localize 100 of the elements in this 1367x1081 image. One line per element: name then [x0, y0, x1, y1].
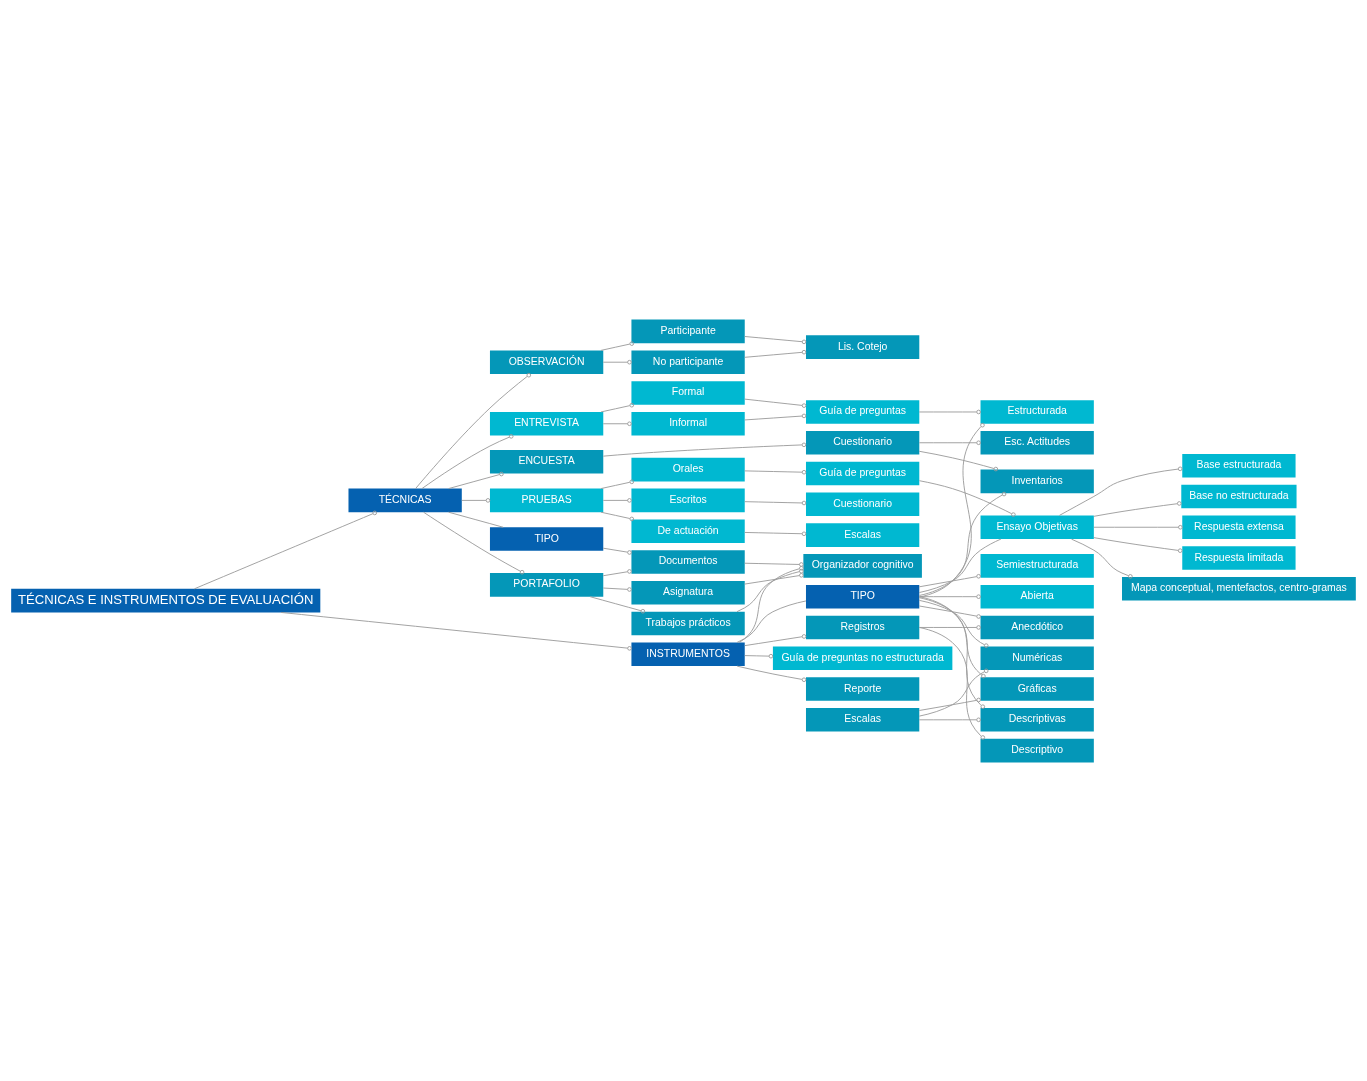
connector	[415, 372, 532, 489]
connector	[736, 600, 807, 643]
connector	[602, 497, 632, 503]
connector	[744, 469, 807, 474]
connector	[918, 599, 989, 648]
node-box: OBSERVACIÓN	[489, 349, 604, 374]
node-box: Guía de preguntas no estructurada	[772, 645, 953, 670]
connector	[744, 500, 807, 505]
connector	[602, 420, 632, 426]
node-box: Cuestionario	[806, 492, 920, 516]
connector	[918, 668, 989, 717]
connector	[919, 491, 1007, 596]
node-box: TÉCNICAS	[348, 488, 462, 512]
connector	[744, 633, 807, 646]
node-box: Documentos	[631, 549, 745, 574]
node-box: Escritos	[631, 488, 745, 512]
connector	[744, 335, 807, 344]
node-box: Asignatura	[631, 580, 745, 605]
connector	[918, 697, 981, 711]
node-box: No participante	[631, 349, 745, 374]
node-box: PRUEBAS	[489, 488, 604, 512]
node-box: Registros	[806, 615, 920, 639]
connector	[744, 531, 807, 536]
node-box: Lis. Cotejo	[806, 334, 920, 359]
connector	[423, 511, 525, 574]
node-box: Escalas	[806, 522, 920, 547]
connector	[1093, 536, 1183, 553]
node-box: Ensayo Objetivas	[980, 514, 1094, 539]
connector	[918, 439, 981, 445]
connector	[602, 586, 632, 592]
connector	[448, 511, 504, 528]
connector	[600, 402, 635, 412]
connector	[602, 359, 632, 364]
connector	[919, 626, 986, 740]
connector	[744, 349, 807, 358]
connector	[600, 479, 635, 489]
connector	[736, 665, 807, 682]
node-box: ENTREVISTA	[489, 411, 604, 436]
connector	[918, 409, 981, 414]
connector	[919, 595, 986, 709]
connector	[918, 593, 981, 599]
connector	[744, 413, 807, 420]
node-box: TIPO	[806, 584, 920, 608]
connector	[602, 442, 807, 457]
node-box: Respuesta extensa	[1182, 514, 1296, 539]
node-box: TIPO	[489, 526, 604, 551]
node-box: Descriptivo	[980, 738, 1094, 762]
connector	[448, 471, 504, 489]
connector	[1093, 500, 1182, 517]
node-box: Guía de preguntas	[806, 399, 920, 424]
node-box: Escalas	[806, 707, 920, 732]
node-box: Inventarios	[980, 469, 1094, 493]
node-box: Abierta	[980, 584, 1094, 608]
connector	[918, 573, 981, 587]
node-box: Estructurada	[980, 399, 1094, 424]
node-box: Esc. Actitudes	[980, 430, 1094, 455]
node-box: Reporte	[806, 676, 920, 701]
connector	[744, 653, 774, 658]
connector	[1071, 538, 1133, 579]
connector	[918, 479, 1016, 517]
node-box: Base no estructurada	[1181, 484, 1297, 508]
connector	[193, 510, 377, 589]
node-box: Gráficas	[980, 676, 1094, 701]
connector	[744, 572, 804, 584]
connector	[589, 595, 646, 614]
node-box: PORTAFOLIO	[489, 572, 604, 597]
connector	[736, 568, 804, 612]
node-box: Numéricas	[980, 645, 1094, 670]
connector	[602, 547, 632, 555]
connector	[918, 450, 999, 471]
node-box: Informal	[631, 411, 745, 436]
connector	[600, 340, 635, 351]
connector	[1093, 524, 1183, 530]
node-box: Respuesta limitada	[1182, 545, 1296, 570]
node-box: Base estructurada	[1182, 453, 1296, 477]
connector	[280, 611, 632, 651]
node-box: TÉCNICAS E INSTRUMENTOS DE EVALUACIÓN	[11, 588, 321, 612]
connector	[461, 497, 491, 503]
node-box: Organizador cognitivo	[803, 553, 922, 578]
node-box: Trabajos prácticos	[631, 611, 745, 635]
connector	[918, 624, 981, 630]
connector	[918, 605, 981, 619]
connector	[600, 511, 635, 521]
connector	[421, 433, 514, 489]
connector	[918, 717, 981, 722]
node-box: Guía de preguntas	[806, 461, 920, 485]
connector	[918, 538, 1002, 593]
node-box: Semiestructurada	[980, 553, 1094, 578]
connector	[919, 596, 986, 678]
connector	[744, 398, 807, 408]
connector	[918, 422, 985, 598]
node-box: Mapa conceptual, mentefactos, centro-gramas	[1122, 576, 1356, 601]
connector	[1058, 466, 1183, 516]
node-box: Orales	[631, 457, 745, 481]
node-box: Descriptivas	[980, 707, 1094, 732]
node-box: Anecdótico	[980, 615, 1094, 639]
node-box: Participante	[631, 319, 745, 343]
node-box: Cuestionario	[806, 430, 920, 455]
connector	[602, 568, 632, 576]
connector	[744, 561, 804, 567]
